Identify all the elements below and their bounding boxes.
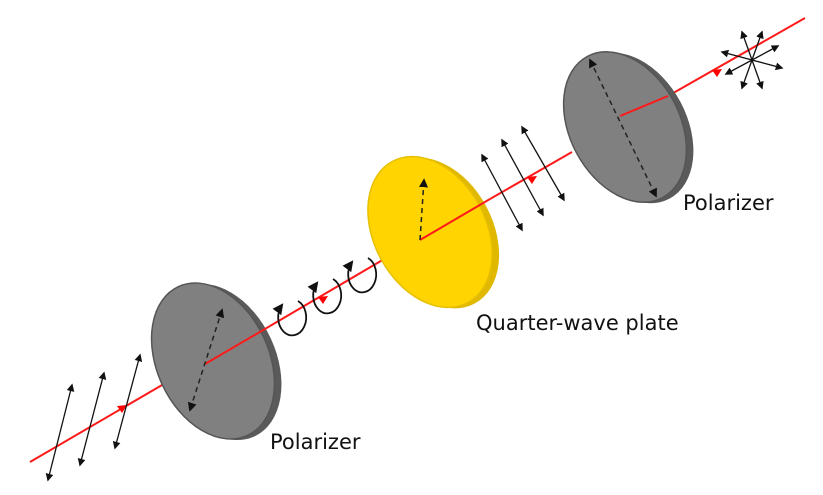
linear-polarization-middle-icons (481, 125, 565, 232)
circular-polarization-icons (272, 257, 378, 337)
unpolarized-light-icon (720, 30, 784, 90)
transmission-axis-icon (589, 58, 657, 198)
linear-polarization-output-icons (45, 353, 143, 482)
label-quarter-wave-plate: Quarter-wave plate (476, 311, 679, 335)
polarizer-left (150, 282, 282, 440)
label-polarizer-left: Polarizer (270, 430, 361, 454)
fast-axis-icon (419, 178, 429, 241)
polarizer-right (562, 51, 694, 204)
quarter-wave-plate (367, 155, 500, 309)
label-polarizer-right: Polarizer (683, 191, 774, 215)
